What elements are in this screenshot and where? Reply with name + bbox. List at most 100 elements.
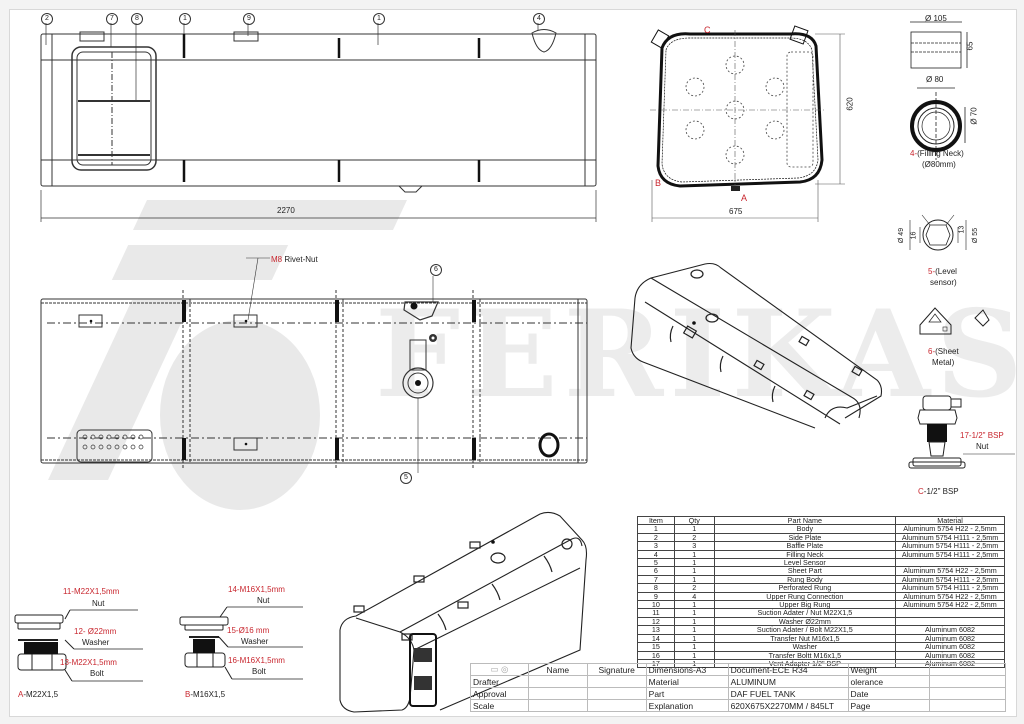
dimension-height-620: 620 xyxy=(845,97,855,111)
bom-material xyxy=(895,608,1005,618)
watermark-logo-stripe-2 xyxy=(111,245,289,280)
filling-neck-sublabel: (Ø80mm) xyxy=(922,160,956,169)
fitting-b-bolt-label: Bolt xyxy=(252,667,266,676)
bom-item: 3 xyxy=(637,541,675,551)
balloon-2: 2 xyxy=(41,13,53,25)
bom-header-row: Item Qty Part Name Material xyxy=(637,515,1005,526)
balloon-1a: 1 xyxy=(179,13,191,25)
level-sensor-sublabel: sensor) xyxy=(930,278,957,287)
title-scale: Scale xyxy=(470,699,529,712)
sheet-metal-sublabel: Metal) xyxy=(932,358,955,367)
balloon-7: 7 xyxy=(106,13,118,25)
rivet-nut-callout: M8 Rivet-Nut xyxy=(271,255,318,264)
top-view-drawing xyxy=(40,23,597,222)
projection-symbol-cell: ▭ ◎ xyxy=(470,663,529,676)
bom-material: Aluminum 5754 H22 - 2,5mm xyxy=(895,600,1005,610)
end-view-drawing xyxy=(650,25,845,222)
title-page-value xyxy=(929,699,1006,712)
fitting-b-drawing xyxy=(179,606,303,680)
projection-symbol-icon: ▭ ◎ xyxy=(490,664,509,674)
dim-105: Ø 105 xyxy=(925,14,947,23)
bom-part: Suction Adater / Bolt M22X1,5 xyxy=(713,625,897,635)
vent-callout-red: 17-1/2" BSP xyxy=(960,431,1004,440)
level-sensor-label: 5-(Level xyxy=(928,267,957,276)
fitting-a-caption: A-M22X1,5 xyxy=(18,690,59,699)
fitting-b-washer-code: 15-Ø16 mm xyxy=(227,626,270,635)
bom-material: Aluminum 5754 H111 - 2,5mm xyxy=(895,549,1005,560)
title-approval-name xyxy=(527,687,588,700)
title-explanation-value: 620X675X2270MM / 845LT xyxy=(727,699,849,712)
title-page: Page xyxy=(847,699,931,712)
fitting-a-nut-label: Nut xyxy=(92,599,105,608)
filling-neck-drawing xyxy=(910,21,968,160)
balloon-4: 4 xyxy=(533,13,545,25)
fitting-a-washer-code: 12- Ø22mm xyxy=(74,627,117,636)
sheet-metal-drawing xyxy=(919,307,990,335)
fitting-a-bolt-label: Bolt xyxy=(90,669,104,678)
bom-item: 8 xyxy=(637,583,675,593)
marker-c: C xyxy=(704,25,711,35)
bom-qty: 2 xyxy=(673,583,715,593)
balloon-8: 8 xyxy=(131,13,143,25)
dim-70: Ø 70 xyxy=(969,107,979,125)
bom-qty: 1 xyxy=(673,625,715,635)
bom-item: 13 xyxy=(637,625,675,635)
title-explanation-label: Explanation xyxy=(645,699,729,712)
dim-13: 13 xyxy=(958,225,966,234)
bom-qty: 3 xyxy=(673,541,715,551)
fitting-b-caption: B-M16X1,5 xyxy=(185,690,226,699)
dim-16: 16 xyxy=(910,231,918,240)
bom-part: Perforated Rung xyxy=(713,583,897,593)
title-block: ▭ ◎ Name Signature Dimensions-A3 Documen… xyxy=(470,663,1006,712)
dim-49: Ø 49 xyxy=(898,227,906,244)
bom-material: Aluminum 5754 H111 - 2,5mm xyxy=(895,583,1005,593)
dim-65: 65 xyxy=(965,41,975,51)
title-scale-signature xyxy=(586,699,647,712)
vent-drawing xyxy=(908,395,1015,469)
fitting-a-washer-label: Washer xyxy=(82,638,110,647)
bom-item: 15 xyxy=(637,642,675,652)
bom-part: Baffle Plate xyxy=(713,541,897,551)
side-view-drawing xyxy=(40,257,588,473)
title-approval-signature xyxy=(586,687,647,700)
fitting-b-bolt-code: 16-M16X1,5mm xyxy=(228,656,285,665)
fitting-a-nut-code: 11-M22X1,5mm xyxy=(63,587,120,596)
title-date: Date xyxy=(847,687,931,700)
title-part-value: DAF FUEL TANK xyxy=(727,687,849,700)
title-scale-name xyxy=(527,699,588,712)
bom-material: Aluminum 6082 xyxy=(895,642,1005,652)
fitting-b-nut-label: Nut xyxy=(257,596,270,605)
fitting-a-drawing xyxy=(14,609,143,682)
level-sensor-drawing xyxy=(909,214,967,251)
title-part-label: Part xyxy=(645,687,729,700)
isometric-view-right xyxy=(630,262,883,429)
dimension-width-675: 675 xyxy=(729,207,743,216)
bom-material: Aluminum 5754 H111 - 2,5mm xyxy=(895,541,1005,551)
title-drafter-name xyxy=(527,675,588,688)
balloon-6: 6 xyxy=(430,264,442,276)
balloon-9: 9 xyxy=(243,13,255,25)
title-drafter: Drafter xyxy=(470,675,529,688)
title-col-name: Name xyxy=(527,663,588,676)
title-drafter-signature xyxy=(586,675,647,688)
fitting-a-bolt-code: 13-M22X1,5mm xyxy=(60,658,117,667)
fitting-b-nut-code: 14-M16X1,5mm xyxy=(228,585,285,594)
dim-55: Ø 55 xyxy=(972,227,980,244)
title-material-label: Material xyxy=(645,675,729,688)
balloon-5: 5 xyxy=(400,472,412,484)
title-col-signature: Signature xyxy=(586,663,647,676)
title-document: Document-ECE R34 xyxy=(727,663,849,676)
title-date-value xyxy=(929,687,1006,700)
watermark-logo-circle xyxy=(160,320,320,510)
marker-a: A xyxy=(741,193,748,203)
sheet-metal-label: 6-(Sheet xyxy=(928,347,959,356)
title-tolerance-value xyxy=(929,675,1006,688)
dimension-length: 2270 xyxy=(277,206,295,215)
bom-material: Aluminum 6082 xyxy=(895,625,1005,635)
dim-80: Ø 80 xyxy=(926,75,944,84)
title-material-value: ALUMINUM xyxy=(727,675,849,688)
